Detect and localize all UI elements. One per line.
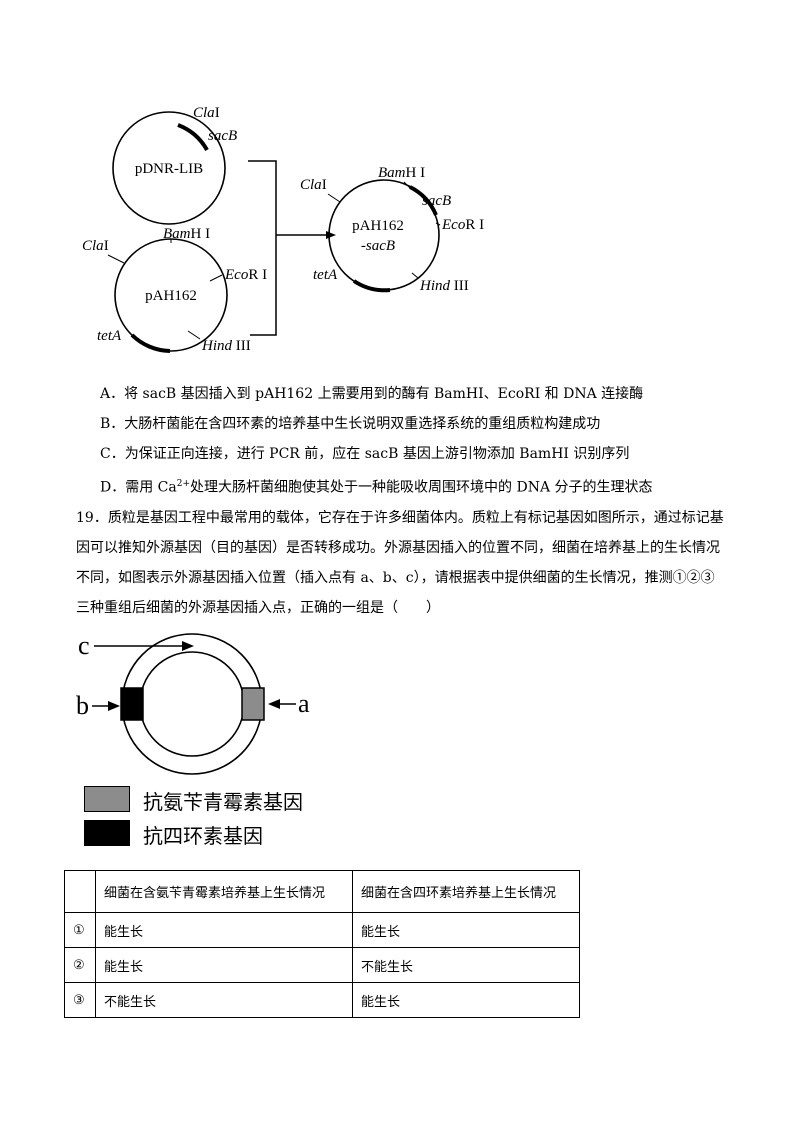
svg-text:sacB: sacB (422, 193, 451, 209)
question19-line4: 三种重组后细菌的外源基因插入点，正确的一组是（ ） (76, 600, 440, 616)
legend-swatch-tetracycline (84, 820, 130, 846)
plasmid2-name: pAH162 (145, 288, 197, 304)
svg-text:-sacB: -sacB (361, 238, 395, 254)
question19-line1: 19．质粒是基因工程中最常用的载体，它存在于许多细菌体内。质粒上有标记基因如图所… (76, 510, 724, 526)
plasmid1-gene: sacB (208, 128, 237, 144)
svg-text:ClaI: ClaI (82, 238, 109, 254)
insertion-site-diagram: c b a (76, 631, 310, 775)
svg-text:BamH I: BamH I (378, 165, 425, 181)
header-tetracycline: 细菌在含四环素培养基上生长情况 (352, 870, 580, 913)
svg-text:tetA: tetA (313, 267, 338, 283)
ampicillin-resistance-gene (241, 687, 265, 721)
option-c: C．为保证正向连接，进行 PCR 前，应在 sacB 基因上游引物添加 BamH… (100, 446, 630, 462)
plasmid-pdnr-lib: pDNR-LIB ClaI sacB (112, 105, 237, 225)
tetracycline-resistance-gene (120, 687, 144, 721)
legend-label-tetracycline: 抗四环素基因 (143, 824, 263, 848)
table-header-row: 细菌在含氨苄青霉素培养基上生长情况 细菌在含四环素培养基上生长情况 (64, 870, 580, 913)
option-b: B．大肠杆菌能在含四环素的培养基中生长说明双重选择系统的重组质粒构建成功 (100, 416, 601, 432)
plasmid-pah162-sacb: pAH162 -sacB ClaI BamH I sacB EcoR I tet… (300, 165, 484, 294)
svg-text:EcoR I: EcoR I (224, 267, 267, 283)
question19-line3: 不同，如图表示外源基因插入位置（插入点有 a、b、c），请根据表中提供细菌的生长… (76, 570, 715, 586)
legend-swatch-ampicillin (84, 786, 130, 812)
insert-site-c-label: c (78, 631, 90, 660)
insert-site-b-label: b (76, 691, 89, 720)
svg-text:ClaI: ClaI (300, 177, 327, 193)
header-ampicillin: 细菌在含氨苄青霉素培养基上生长情况 (95, 870, 353, 913)
svg-text:Hind III: Hind III (419, 278, 469, 294)
question19-line2: 因可以推知外源基因（目的基因）是否转移成功。外源基因插入的位置不同，细菌在培养基… (76, 540, 720, 556)
plasmid-construction-diagram: pDNR-LIB ClaI sacB pAH162 ClaI BamH I Ec… (82, 105, 484, 354)
option-d: D．需用 Ca2+处理大肠杆菌细胞使其处于一种能吸收周围环境中的 DNA 分子的… (100, 479, 653, 496)
legend-label-ampicillin: 抗氨苄青霉素基因 (143, 790, 303, 814)
svg-text:ClaI: ClaI (193, 105, 220, 121)
table-row: ① 能生长 能生长 (64, 912, 580, 948)
svg-text:EcoR I: EcoR I (441, 217, 484, 233)
insert-site-a-label: a (298, 689, 310, 718)
svg-text:BamH I: BamH I (163, 226, 210, 242)
table-row: ③ 不能生长 能生长 (64, 982, 580, 1018)
svg-text:Hind III: Hind III (201, 338, 251, 354)
plasmid1-name: pDNR-LIB (135, 161, 203, 177)
option-a: A．将 sacB 基因插入到 pAH162 上需要用到的酶有 BamHI、Eco… (100, 386, 644, 402)
growth-table: 细菌在含氨苄青霉素培养基上生长情况 细菌在含四环素培养基上生长情况 ① 能生长 … (64, 870, 580, 1018)
plasmid-pah162: pAH162 ClaI BamH I EcoR I tetA Hind III (82, 226, 267, 354)
svg-text:tetA: tetA (97, 328, 122, 344)
table-row: ② 能生长 不能生长 (64, 947, 580, 983)
svg-text:pAH162: pAH162 (352, 218, 404, 234)
